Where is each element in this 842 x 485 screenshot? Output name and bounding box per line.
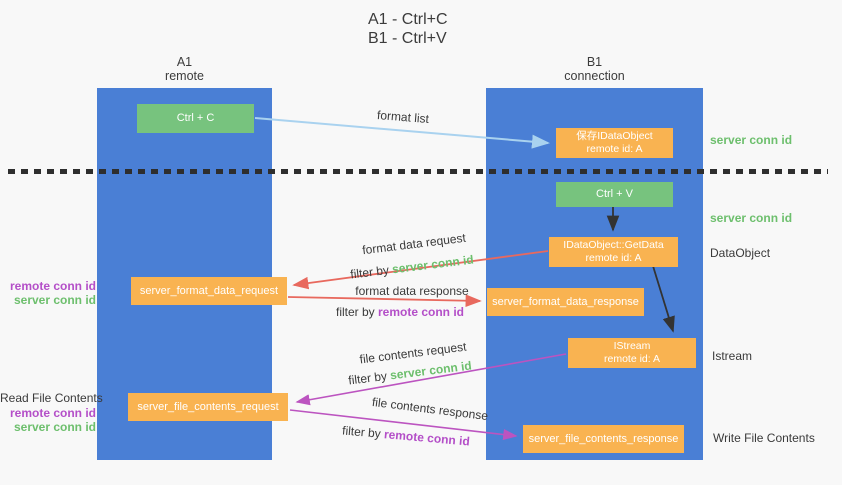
server-format-data-request-box: server_format_data_request bbox=[131, 277, 287, 305]
left-remote-conn-id-label-2: remote conn id bbox=[9, 406, 96, 420]
filter-by-text: filter by bbox=[349, 262, 393, 282]
diagram-title: A1 - Ctrl+C B1 - Ctrl+V bbox=[368, 10, 448, 48]
left-server-conn-id-label: server conn id bbox=[13, 293, 96, 307]
istream-box: IStream remote id: A bbox=[568, 338, 696, 368]
filter-by-text: filter by bbox=[341, 423, 385, 442]
idataobject-getdata-box: IDataObject::GetData remote id: A bbox=[549, 237, 678, 267]
server-file-contents-response-box: server_file_contents_response bbox=[523, 425, 684, 453]
format-data-response-label: format data response bbox=[355, 284, 469, 298]
istream-side-label: Istream bbox=[712, 349, 753, 363]
copy-paste-separator-line bbox=[8, 169, 828, 174]
right-server-conn-id-top-label: server conn id bbox=[710, 133, 793, 147]
save-idataobject-line2: remote id: A bbox=[586, 143, 643, 155]
filter-by-text: filter by bbox=[335, 305, 378, 319]
format-request-filter-label: filter by server conn id bbox=[350, 252, 475, 281]
idataobject-getdata-line2: remote id: A bbox=[585, 252, 642, 264]
column-a-subtitle: remote bbox=[165, 69, 204, 83]
server-file-contents-request-box: server_file_contents_request bbox=[128, 393, 288, 421]
title-line-2: B1 - Ctrl+V bbox=[368, 30, 447, 47]
format-list-label: format list bbox=[376, 107, 430, 127]
idataobject-getdata-line1: IDataObject::GetData bbox=[563, 239, 664, 251]
column-b-header: B1 connection bbox=[486, 55, 703, 83]
dataobject-label: DataObject bbox=[710, 246, 771, 260]
format-response-filter-label: filter by remote conn id bbox=[336, 305, 464, 319]
filter-by-text: filter by bbox=[347, 368, 391, 388]
format-data-request-label: format data request bbox=[361, 230, 467, 258]
title-line-1: A1 - Ctrl+C bbox=[368, 11, 448, 28]
right-server-conn-id-mid-label: server conn id bbox=[710, 211, 793, 225]
istream-line2: remote id: A bbox=[603, 353, 661, 365]
remote-conn-id-keyword: remote conn id bbox=[383, 427, 471, 449]
column-a-name: A1 bbox=[176, 55, 193, 69]
write-file-contents-label: Write File Contents bbox=[713, 431, 815, 445]
save-idataobject-box: 保存IDataObject remote id: A bbox=[556, 128, 673, 158]
server-conn-id-keyword: server conn id bbox=[389, 358, 473, 383]
save-idataobject-line1: 保存IDataObject bbox=[576, 130, 653, 142]
file-contents-response-label: file contents response bbox=[371, 394, 489, 424]
read-file-contents-label: Read File Contents bbox=[0, 391, 103, 405]
left-server-conn-id-label-2: server conn id bbox=[13, 420, 96, 434]
column-b-subtitle: connection bbox=[564, 69, 625, 83]
remote-conn-id-keyword: remote conn id bbox=[378, 305, 465, 319]
server-format-data-response-box: server_format_data_response bbox=[487, 288, 644, 316]
ctrl-c-box: Ctrl + C bbox=[137, 104, 254, 133]
istream-line1: IStream bbox=[613, 340, 651, 352]
column-a-header: A1 remote bbox=[97, 55, 272, 83]
file-response-filter-label: filter by remote conn id bbox=[342, 423, 471, 448]
column-b-name: B1 bbox=[586, 55, 603, 69]
left-remote-conn-id-label: remote conn id bbox=[9, 279, 96, 293]
server-conn-id-keyword: server conn id bbox=[391, 252, 475, 277]
ctrl-v-box: Ctrl + V bbox=[556, 182, 673, 207]
